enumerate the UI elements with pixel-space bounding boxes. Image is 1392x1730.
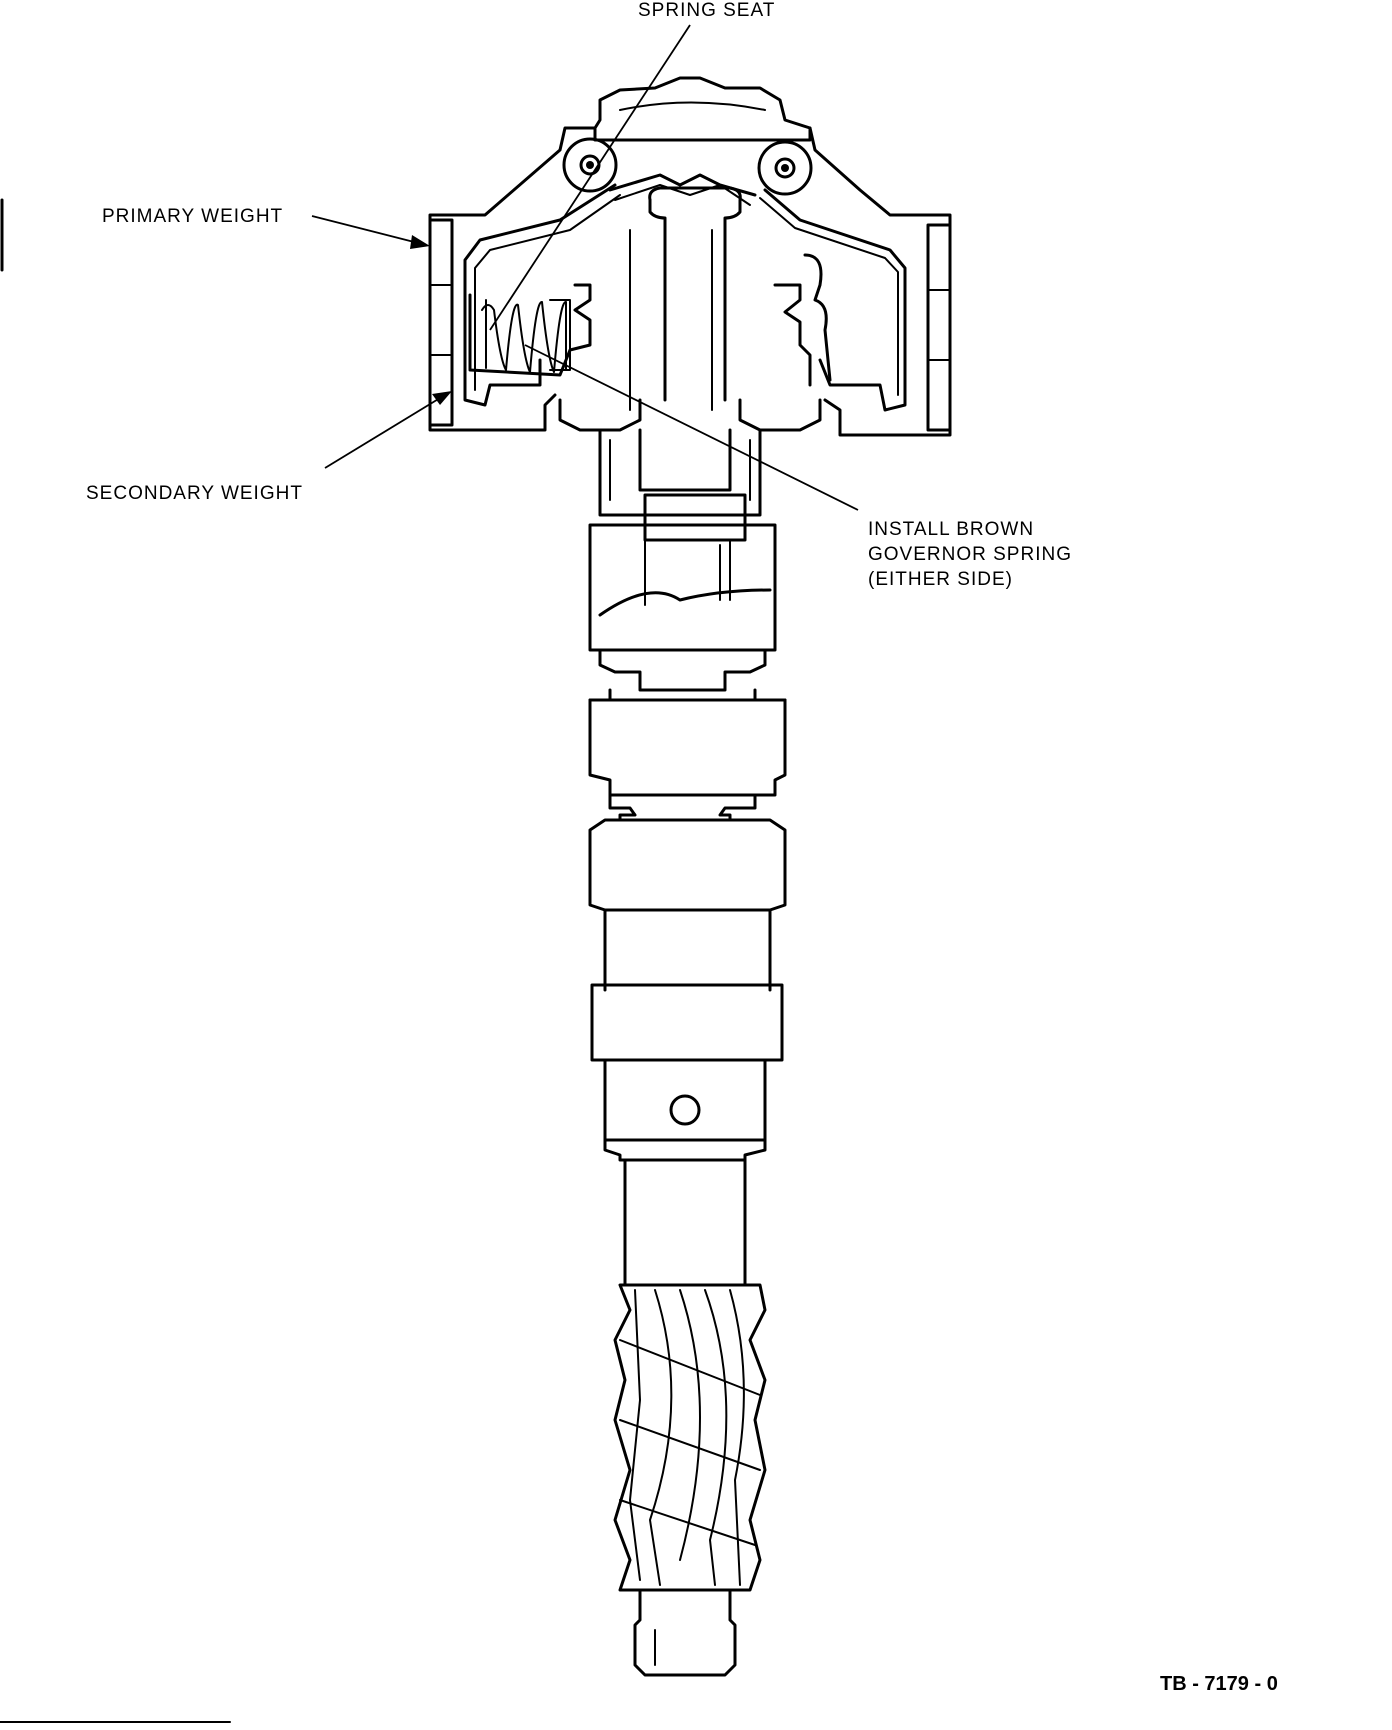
left-pivot — [562, 137, 618, 193]
label-spring-seat: SPRING SEAT — [638, 0, 775, 21]
right-pivot — [757, 140, 813, 196]
spring-seat-leader — [489, 24, 691, 331]
helical-gear — [613, 1283, 767, 1592]
label-install-line1: INSTALL BROWN — [868, 519, 1034, 540]
label-install-line2: GOVERNOR SPRING — [868, 544, 1072, 565]
valve-stem — [629, 186, 742, 411]
secondary-weight-leader — [324, 391, 452, 469]
primary-weight-leader — [311, 215, 430, 249]
shaft-hole — [669, 1094, 701, 1126]
label-secondary-weight: SECONDARY WEIGHT — [86, 483, 303, 504]
governor-head — [428, 76, 952, 517]
label-install-line3: (EITHER SIDE) — [868, 569, 1013, 590]
governor-spring — [481, 299, 571, 373]
valve-body — [588, 493, 777, 652]
shaft-collars — [588, 648, 787, 1162]
figure-reference: TB - 7179 - 0 — [1160, 1673, 1278, 1695]
install-spring-leader — [524, 344, 859, 511]
drive-shaft — [613, 1158, 767, 1677]
label-primary-weight: PRIMARY WEIGHT — [102, 206, 283, 227]
